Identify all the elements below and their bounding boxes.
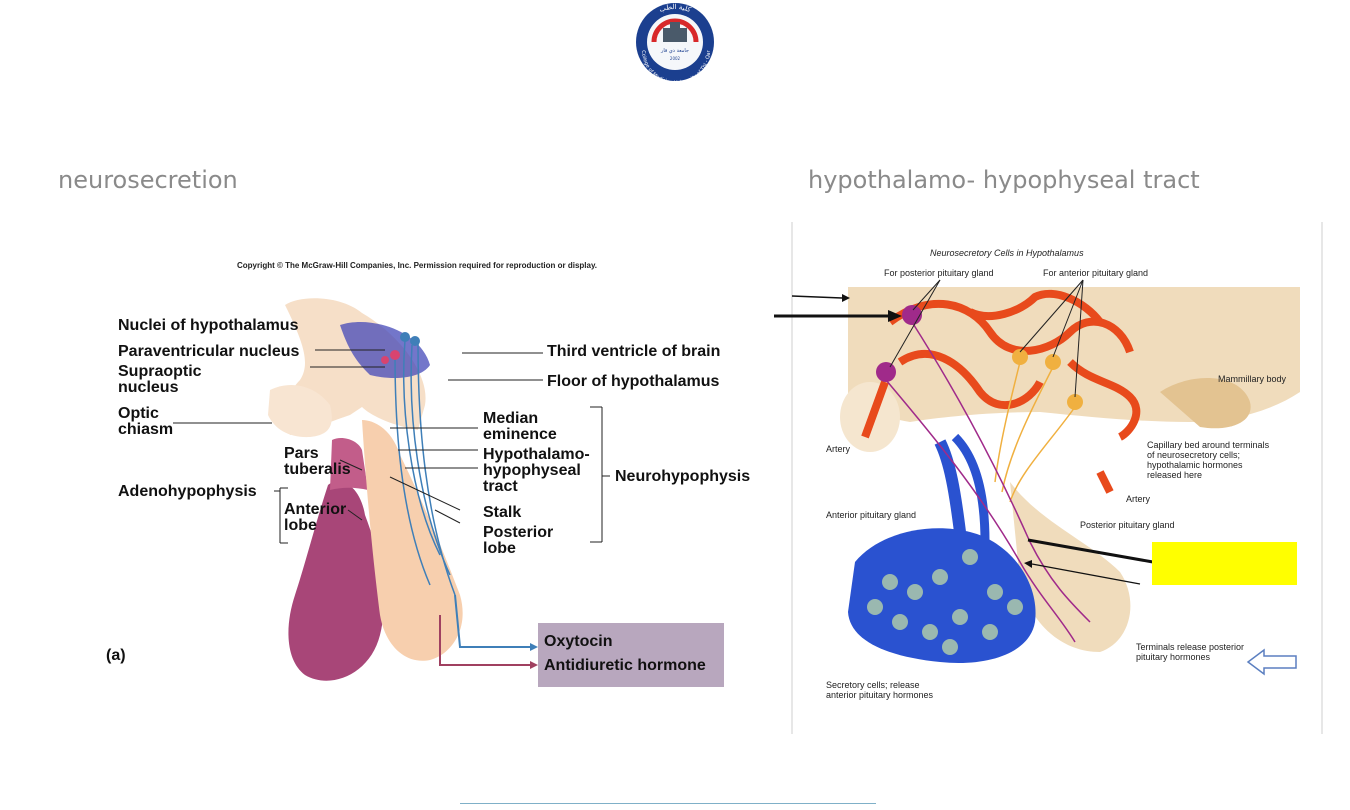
label-pars-line2: tuberalis (284, 461, 351, 478)
label-pars-line1: Pars (284, 445, 319, 462)
adh-arrow (439, 615, 530, 666)
label-nuclei-of-hypothalamus: Nuclei of hypothalamus (118, 317, 299, 334)
label-terminals-line2: pituitary hormones (1136, 652, 1211, 662)
paraventricular-cell (400, 332, 410, 342)
optic-chiasm-shape (268, 385, 332, 438)
label-artery-left: Artery (826, 444, 851, 454)
label-neurohypophysis: Neurohypophysis (615, 468, 751, 485)
anterior-gland-shape (848, 528, 1036, 663)
label-mammillary-body: Mammillary body (1218, 374, 1287, 384)
supraoptic-cell (390, 350, 400, 360)
leader-lines-right (389, 352, 610, 543)
oxytocin-arrow (454, 594, 530, 648)
label-tract-line3: tract (483, 478, 518, 495)
mammillary-body-shape (1160, 378, 1251, 429)
anterior-lobe-shape (288, 481, 385, 681)
label-secretory-line1: Secretory cells; release (826, 680, 920, 690)
label-median-line2: eminence (483, 426, 557, 443)
figure-a-pituitary: Copyright © The McGraw-Hill Companies, I… (100, 255, 770, 715)
posterior-lobe-shape (362, 420, 463, 661)
label-paraventricular-nucleus: Paraventricular nucleus (118, 343, 300, 360)
label-posterior-line1: Posterior (483, 524, 554, 541)
title-neurosecretion: neurosecretion (58, 166, 238, 194)
label-posterior-pituitary-gland: Posterior pituitary gland (1080, 520, 1175, 530)
label-terminals-line1: Terminals release posterior (1136, 642, 1245, 652)
label-for-posterior: For posterior pituitary gland (884, 268, 994, 278)
label-artery-right: Artery (1126, 494, 1151, 504)
copyright-notice: Copyright © The McGraw-Hill Companies, I… (237, 261, 598, 270)
hollow-arrow-icon (1246, 648, 1297, 676)
logo-year: 2002 (670, 56, 681, 61)
figure-a-drawing (173, 298, 610, 681)
label-supraoptic-line1: Supraoptic (118, 363, 202, 380)
label-tract-line1: Hypothalamo- (483, 446, 590, 463)
posterior-gland-shape (1010, 482, 1131, 652)
hormone-box: Oxytocin Antidiuretic hormone (538, 623, 724, 687)
svg-text:كلية الطب: كلية الطب (658, 3, 693, 14)
footer-divider (460, 803, 876, 804)
label-supraoptic-line2: nucleus (118, 379, 179, 396)
label-capillary-line2: of neurosecretory cells; (1147, 450, 1241, 460)
label-secretory-line2: anterior pituitary hormones (826, 690, 934, 700)
figure-b-portal-system: Neurosecretory Cells in Hypothalamus For… (770, 222, 1335, 734)
label-capillary-line4: released here (1147, 470, 1203, 480)
label-oxytocin: Oxytocin (544, 633, 613, 650)
label-capillary-line3: hypothalamic hormones (1147, 460, 1243, 470)
logo-red-crescent (651, 18, 699, 43)
title-hypothalamo-hypophyseal-tract: hypothalamo- hypophyseal tract (808, 166, 1200, 194)
highlight-box (1152, 542, 1297, 585)
label-antidiuretic-hormone: Antidiuretic hormone (544, 657, 706, 674)
label-optic-line1: Optic (118, 405, 159, 422)
leader-lines-left (173, 349, 385, 544)
label-neurosecretory-cells: Neurosecretory Cells in Hypothalamus (930, 248, 1084, 258)
logo-building (663, 28, 687, 42)
label-tract-line2: hypophyseal (483, 462, 581, 479)
label-capillary-line1: Capillary bed around terminals (1147, 440, 1270, 450)
posterior-neuron-2 (876, 362, 896, 382)
label-floor-of-hypothalamus: Floor of hypothalamus (547, 373, 720, 390)
label-anterior-line1: Anterior (284, 501, 347, 518)
label-posterior-line2: lobe (483, 540, 516, 557)
label-stalk: Stalk (483, 504, 522, 521)
logo-arc-text: كلية الطب (658, 3, 693, 14)
label-anterior-line2: lobe (284, 517, 317, 534)
figure-b-drawing (774, 222, 1323, 734)
label-optic-line2: chiasm (118, 421, 174, 438)
neuron-axons (394, 339, 456, 596)
label-third-ventricle: Third ventricle of brain (547, 343, 721, 360)
label-anterior-pituitary-gland: Anterior pituitary gland (826, 510, 917, 520)
label-adenohypophysis: Adenohypophysis (118, 483, 257, 500)
logo-center-text: جامعة ذي قار (660, 48, 689, 54)
label-for-anterior: For anterior pituitary gland (1043, 268, 1149, 278)
label-panel-a: (a) (106, 647, 126, 664)
label-median-line1: Median (483, 410, 539, 427)
